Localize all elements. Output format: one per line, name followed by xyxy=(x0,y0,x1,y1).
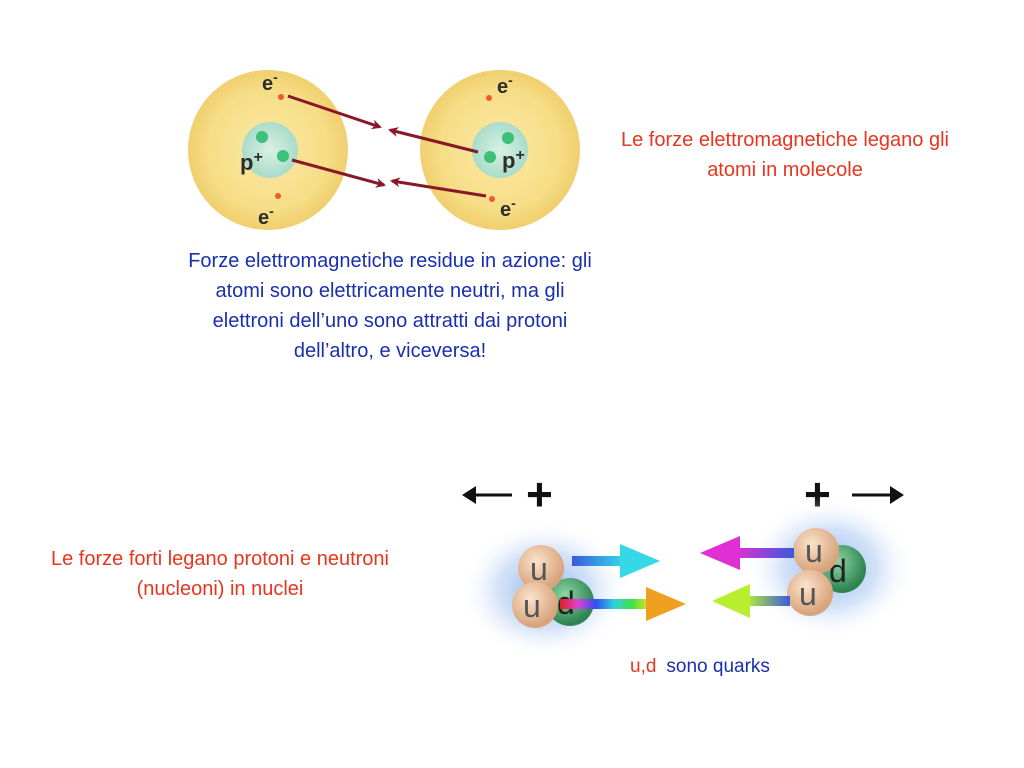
left-atom: e- p+ e- xyxy=(188,69,348,230)
up-quark-label: u xyxy=(799,576,817,612)
electron-dot xyxy=(275,193,281,199)
up-quark-label: u xyxy=(530,551,548,587)
strong-force-arrow xyxy=(700,536,794,570)
electron-dot xyxy=(278,94,284,100)
proton-label: p+ xyxy=(502,147,525,173)
electron-label: e- xyxy=(258,203,274,229)
electron-label: e- xyxy=(262,69,278,95)
up-quark xyxy=(787,570,833,616)
quarks-prefix: u,d xyxy=(630,656,657,677)
up-quark xyxy=(518,545,564,591)
em-caption: Forze elettromagnetiche residue in azion… xyxy=(188,250,592,362)
nucleus xyxy=(242,122,298,178)
left-nucleon: d u u xyxy=(512,545,594,628)
quarks-note: u,d sono quarks xyxy=(630,656,770,678)
right-nucleon: d u u xyxy=(787,528,866,616)
plus-sign: + xyxy=(526,468,553,520)
strong-note: Le forze forti legano protoni e neutroni… xyxy=(51,548,389,600)
right-direction-arrow xyxy=(852,486,904,504)
electron-label: e- xyxy=(500,195,516,221)
electron-dot xyxy=(486,95,492,101)
attraction-arrow xyxy=(287,94,382,130)
strong-force-arrow xyxy=(560,587,686,621)
left-direction-arrow xyxy=(462,486,512,504)
up-quark xyxy=(512,582,558,628)
attraction-arrow xyxy=(291,158,386,188)
attraction-arrow xyxy=(388,127,479,154)
attraction-arrow xyxy=(390,177,487,198)
up-quark xyxy=(793,528,839,574)
proton-dot xyxy=(484,151,496,163)
up-quark-label: u xyxy=(805,533,823,569)
proton-dot xyxy=(502,132,514,144)
proton-label: p+ xyxy=(240,149,263,175)
attraction-arrows xyxy=(287,94,487,198)
proton-dot xyxy=(277,150,289,162)
nucleus xyxy=(472,122,528,178)
right-atom: e- p+ e- xyxy=(420,70,580,230)
em-note: Le forze elettromagnetiche legano gli at… xyxy=(621,129,949,181)
strong-force-arrow xyxy=(572,544,660,578)
electron-dot xyxy=(489,196,495,202)
up-quark-label: u xyxy=(523,588,541,624)
quarks-suffix: sono quarks xyxy=(666,656,770,677)
electron-label: e- xyxy=(497,72,513,98)
strong-force-arrow xyxy=(712,584,790,618)
proton-dot xyxy=(256,131,268,143)
